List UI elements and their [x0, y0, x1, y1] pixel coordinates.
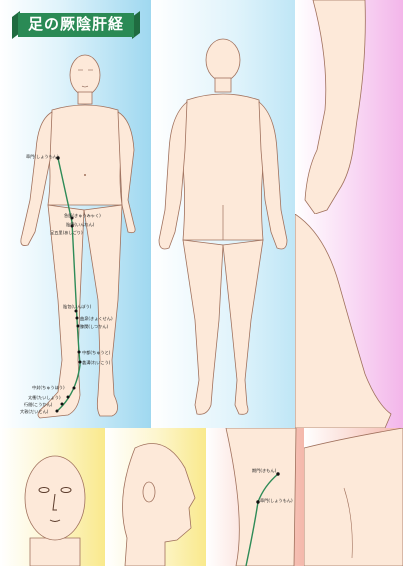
point-label-大敦: 大敦(だいとん)	[20, 409, 48, 414]
point-label-中都: 中都(ちゅうと)	[82, 350, 110, 355]
point-label-急脈: 急脈(きゅうみゃく)	[64, 213, 101, 218]
point-label-曲泉: 曲泉(きょくせん)	[80, 316, 113, 321]
face-side-panel	[105, 428, 206, 566]
back-body-figure	[151, 0, 295, 428]
point-label-膝関: 膝関(しつかん)	[80, 324, 108, 329]
arm-figure	[295, 0, 403, 214]
point-label-太衝: 太衝(たいしょう)	[28, 395, 61, 400]
back-view-panel	[151, 0, 295, 428]
torso-figure	[206, 428, 304, 566]
arm-closeup-panel	[295, 0, 403, 214]
point-label-陰包: 陰包(いんぽう)	[63, 304, 91, 309]
face-side-figure	[105, 428, 206, 566]
shoulder-figure	[295, 214, 403, 428]
upper-back-figure	[304, 428, 403, 566]
point-label-足五里: 足五里(あしごり)	[50, 230, 83, 235]
front-view-panel: 足の厥陰肝経 章門(しょうもん) 急脈(きゅうみゃく) 陰廉(いんれん) 足五里…	[0, 0, 151, 428]
torso-closeup-panel: 期門(きもん) 章門(しょうもん)	[206, 428, 304, 566]
point-label-期門: 期門(きもん)	[252, 468, 276, 473]
upper-back-panel	[304, 428, 403, 566]
point-label-蠡溝: 蠡溝(れいこう)	[82, 360, 110, 365]
page-title: 足の厥陰肝経	[18, 12, 134, 36]
face-front-panel	[0, 428, 105, 566]
point-label-陰廉: 陰廉(いんれん)	[66, 222, 94, 227]
point-label-章門: 章門(しょうもん)	[26, 154, 59, 159]
point-label-章門-closeup: 章門(しょうもん)	[260, 498, 293, 503]
point-label-行間: 行間(こうかん)	[24, 402, 52, 407]
face-front-figure	[0, 428, 105, 566]
point-label-中封: 中封(ちゅうほう)	[32, 385, 65, 390]
shoulder-closeup-panel	[295, 214, 403, 428]
